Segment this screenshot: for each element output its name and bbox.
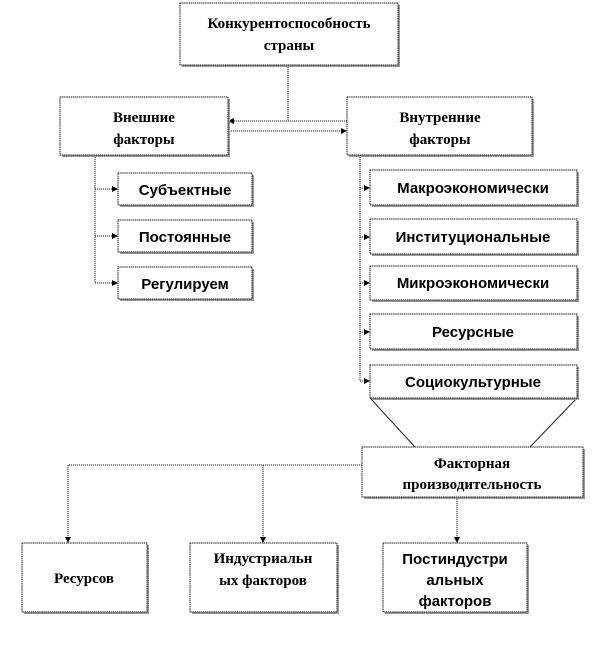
- external-label-line2: факторы: [113, 132, 175, 148]
- external-child-label: Регулируем: [141, 276, 228, 293]
- root-label-line2: страны: [264, 38, 315, 54]
- internal-label-line2: факторы: [409, 132, 471, 148]
- internal-child-resource: Ресурсные: [369, 313, 579, 351]
- internal-child-label: Микроэкономически: [397, 275, 549, 292]
- stage-label: Ресурсов: [54, 571, 114, 587]
- productivity-label-line2: производительность: [403, 477, 542, 493]
- external-child-regulated: Регулируем: [117, 266, 254, 301]
- external-child-label: Субъектные: [139, 182, 232, 199]
- internal-child-label: Макроэкономически: [397, 180, 549, 197]
- stage-resources-box: Ресурсов: [21, 542, 149, 614]
- internal-child-label: Институциональные: [396, 229, 551, 246]
- stage-postindustrial-box: Постиндустри альных факторов: [382, 542, 529, 614]
- internal-factors-box: Внутренние факторы: [346, 96, 534, 157]
- internal-label-line1: Внутренние: [399, 110, 481, 126]
- arrow-to-resources: [65, 464, 362, 543]
- external-factors-box: Внешние факторы: [59, 96, 230, 157]
- funnel-lines: [369, 397, 578, 448]
- internal-child-micro: Микроэкономически: [369, 265, 579, 302]
- external-child-constant: Постоянные: [117, 219, 254, 254]
- external-child-label: Постоянные: [139, 229, 231, 246]
- internal-child-institutional: Институциональные: [369, 218, 579, 256]
- factor-productivity-box: Факторная производительность: [361, 446, 585, 499]
- stage-label: альных: [426, 572, 484, 589]
- external-child-subjective: Субъектные: [117, 172, 254, 207]
- internal-child-label: Социокультурные: [405, 374, 541, 391]
- external-label-line1: Внешние: [113, 110, 175, 126]
- internal-child-sociocultural: Социокультурные: [369, 364, 579, 400]
- stage-label: Индустриальн: [214, 551, 313, 567]
- root-label-line1: Конкурентоспособность: [207, 16, 370, 32]
- root-box: Конкурентоспособность страны: [179, 2, 400, 67]
- stage-industrial-box: Индустриальн ых факторов: [189, 542, 339, 614]
- stage-label: ых факторов: [219, 573, 307, 589]
- connectors: [65, 65, 578, 543]
- productivity-label-line1: Факторная: [434, 456, 510, 472]
- stage-label: Постиндустри: [402, 551, 507, 568]
- stage-label: факторов: [419, 593, 492, 610]
- internal-child-macro: Макроэкономически: [369, 169, 579, 207]
- internal-child-label: Ресурсные: [432, 324, 514, 341]
